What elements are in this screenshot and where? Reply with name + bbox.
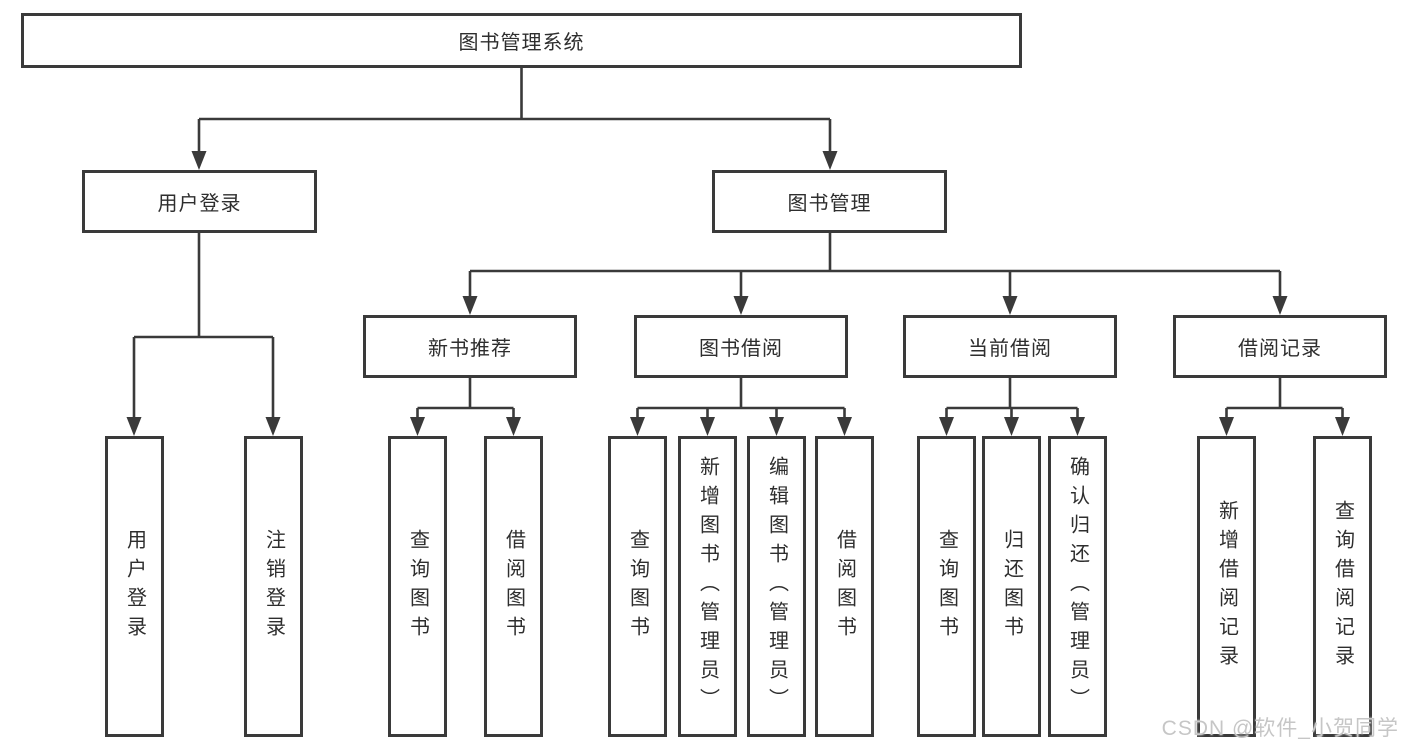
leaf-query-books-current: 查询图书	[917, 436, 976, 737]
node-current-borrowing: 当前借阅	[903, 315, 1117, 378]
leaf-borrow-books-recommend: 借阅图书	[484, 436, 543, 737]
arrowheads	[126, 151, 1350, 436]
node-borrowing-records: 借阅记录	[1173, 315, 1387, 378]
leaf-confirm-return-admin: 确认归还（管理员）	[1048, 436, 1107, 737]
leaf-add-borrow-record: 新增借阅记录	[1197, 436, 1256, 737]
node-new-book-recommendation: 新书推荐	[363, 315, 577, 378]
leaf-query-books-recommend: 查询图书	[388, 436, 447, 737]
leaf-return-books: 归还图书	[982, 436, 1041, 737]
connector-paths	[132, 68, 1344, 421]
leaf-user-login: 用户登录	[105, 436, 164, 737]
leaf-borrow-books-borrowing: 借阅图书	[815, 436, 874, 737]
node-user-login-branch: 用户登录	[82, 170, 317, 233]
leaf-add-books-admin: 新增图书（管理员）	[678, 436, 737, 737]
node-book-borrowing: 图书借阅	[634, 315, 848, 378]
csdn-watermark: CSDN @软件_小贺同学	[1161, 717, 1399, 740]
leaf-logout: 注销登录	[244, 436, 303, 737]
leaf-edit-books-admin: 编辑图书（管理员）	[747, 436, 806, 737]
leaf-query-books-borrowing: 查询图书	[608, 436, 667, 737]
node-book-management-branch: 图书管理	[712, 170, 947, 233]
leaf-query-borrow-record: 查询借阅记录	[1313, 436, 1372, 737]
node-book-management-system: 图书管理系统	[21, 13, 1022, 68]
